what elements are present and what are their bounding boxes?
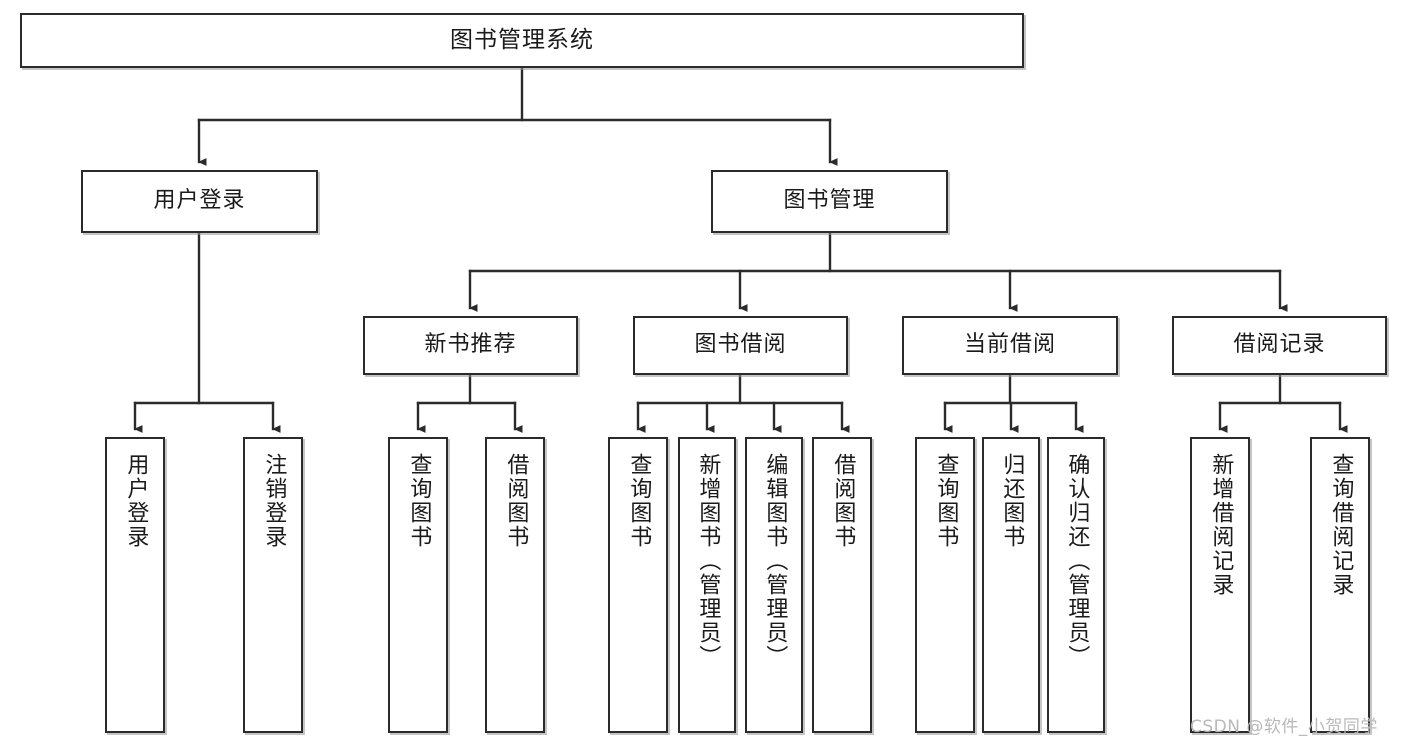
- node-label: 用户登录: [153, 188, 246, 214]
- node-leaf-recommend-query-book[interactable]: 查询图书: [388, 437, 448, 733]
- node-label: 借阅图书: [503, 453, 529, 549]
- node-label: 注销登录: [261, 453, 287, 549]
- node-leaf-record-query[interactable]: 查询借阅记录: [1310, 437, 1370, 733]
- node-label: 图书借阅: [694, 332, 787, 358]
- node-book-management[interactable]: 图书管理: [711, 170, 948, 233]
- node-label: 用户登录: [123, 453, 149, 549]
- node-label: 查询图书: [626, 453, 652, 549]
- node-new-book-recommendation[interactable]: 新书推荐: [363, 316, 578, 375]
- node-leaf-borrow-query-book[interactable]: 查询图书: [608, 437, 668, 733]
- node-leaf-current-confirm-return-admin[interactable]: 确认归还（管理员）: [1047, 437, 1105, 733]
- node-leaf-record-add[interactable]: 新增借阅记录: [1190, 437, 1250, 733]
- node-borrowing-records[interactable]: 借阅记录: [1172, 316, 1387, 375]
- node-book-borrowing[interactable]: 图书借阅: [633, 316, 848, 375]
- node-leaf-user-logout[interactable]: 注销登录: [243, 437, 303, 733]
- node-user-login[interactable]: 用户登录: [81, 170, 318, 233]
- node-leaf-user-login[interactable]: 用户登录: [105, 437, 165, 733]
- node-label: 编辑图书（管理员）: [762, 453, 788, 669]
- node-label: 查询图书: [933, 453, 959, 549]
- node-leaf-borrow-edit-book-admin[interactable]: 编辑图书（管理员）: [745, 437, 803, 733]
- node-label: 查询借阅记录: [1328, 453, 1354, 597]
- node-current-borrowing[interactable]: 当前借阅: [902, 316, 1118, 375]
- node-label: 新书推荐: [424, 332, 517, 358]
- node-label: 图书管理系统: [450, 26, 594, 53]
- node-label: 归还图书: [999, 453, 1025, 549]
- node-label: 图书管理: [783, 188, 876, 214]
- node-label: 确认归还（管理员）: [1064, 453, 1090, 669]
- node-leaf-recommend-borrow-book[interactable]: 借阅图书: [485, 437, 545, 733]
- node-leaf-borrow-borrow-book[interactable]: 借阅图书: [812, 437, 872, 733]
- node-label: 新增图书（管理员）: [695, 453, 721, 669]
- node-leaf-current-query-book[interactable]: 查询图书: [915, 437, 975, 733]
- node-label: 查询图书: [406, 453, 432, 549]
- node-leaf-current-return-book[interactable]: 归还图书: [982, 437, 1040, 733]
- node-label: 当前借阅: [963, 332, 1056, 358]
- node-label: 新增借阅记录: [1208, 453, 1234, 597]
- node-label: 借阅记录: [1233, 332, 1326, 358]
- node-leaf-borrow-add-book-admin[interactable]: 新增图书（管理员）: [678, 437, 736, 733]
- node-label: 借阅图书: [830, 453, 856, 549]
- node-root-book-management-system[interactable]: 图书管理系统: [20, 13, 1024, 68]
